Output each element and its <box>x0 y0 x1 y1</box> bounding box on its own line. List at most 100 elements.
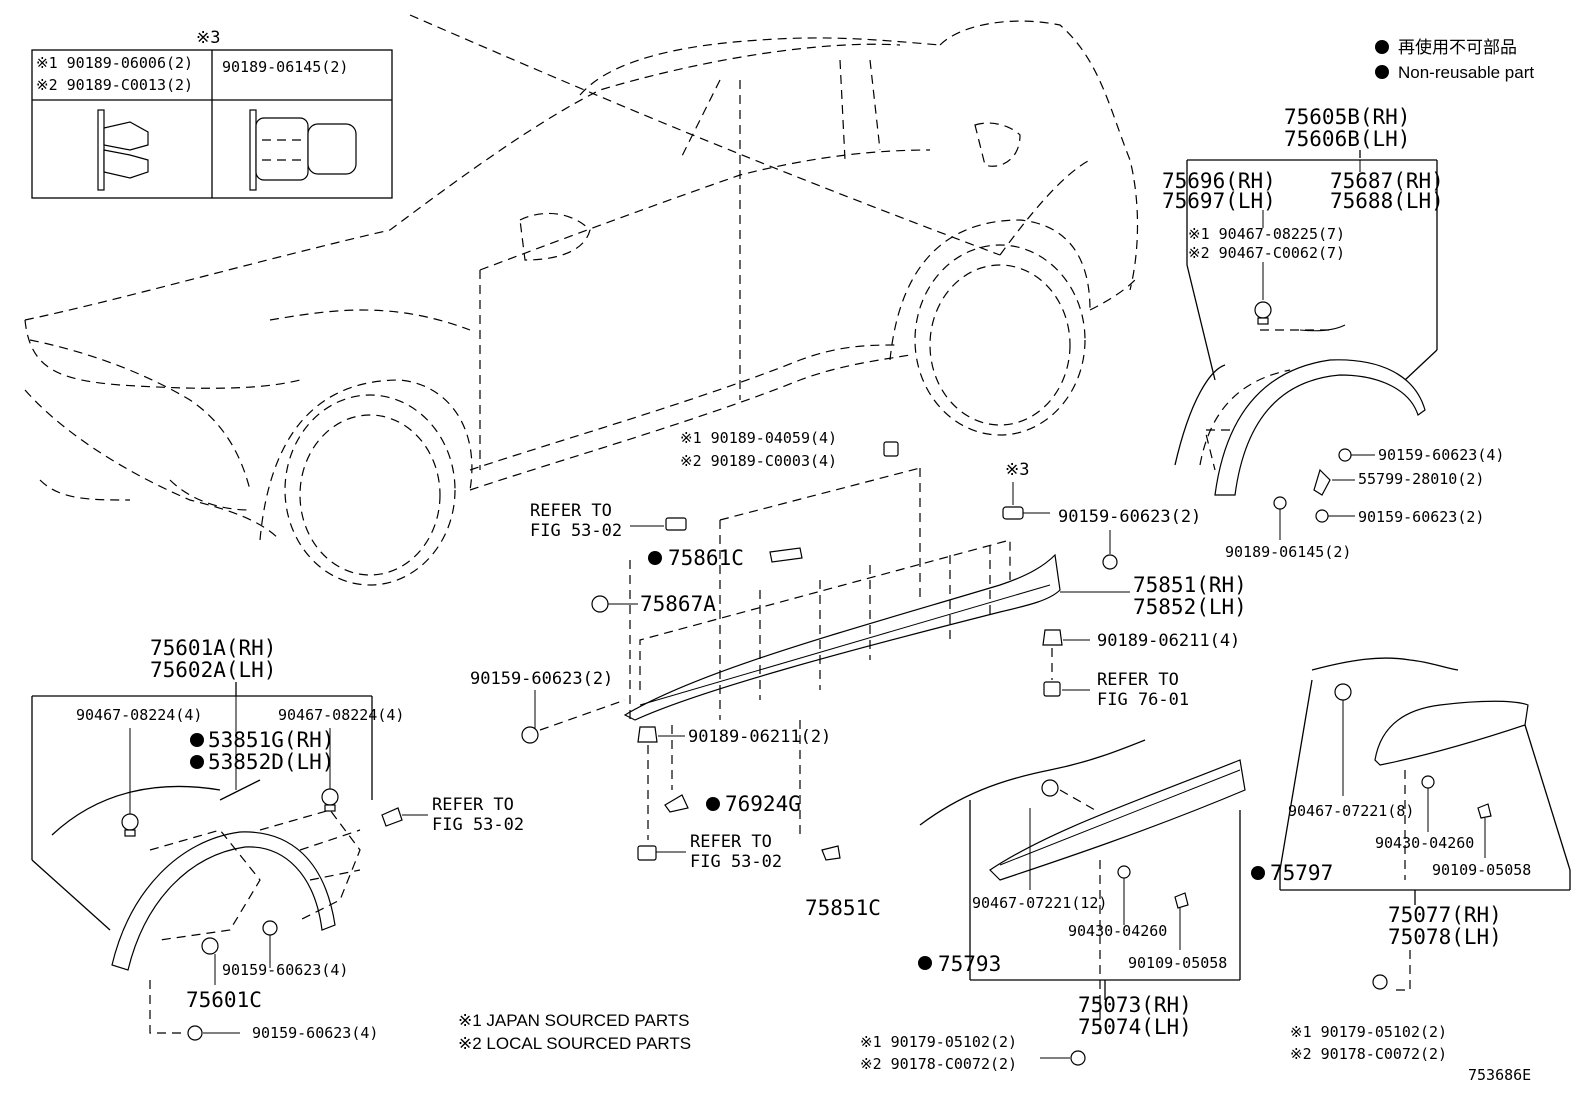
tape-icon <box>769 547 803 563</box>
rocker-refer-1-line2: FIG 53-02 <box>530 521 622 541</box>
rear-door-nut-japan: ※1 90179-05102(2) <box>1290 1023 1447 1041</box>
clip-icon <box>1042 629 1063 646</box>
rear-arch-part-b-rh: 75687(RH) <box>1330 169 1444 193</box>
clip-icon <box>1041 779 1059 797</box>
front-door-tape: 75793 <box>938 952 1001 976</box>
rear-door-rh: 75077(RH) <box>1388 903 1502 927</box>
pad-icon <box>664 794 689 813</box>
rocker-tape: 75861C <box>668 546 744 570</box>
clip-icon <box>1254 301 1272 325</box>
rocker-lh: 75852(LH) <box>1133 595 1247 619</box>
push-clip-icon <box>249 109 357 191</box>
rear-arch-part-a-rh: 75696(RH) <box>1162 169 1276 193</box>
rocker-refer-2-line2: FIG 76-01 <box>1097 690 1189 710</box>
front-arch-clip-r: 90467-08224(4) <box>278 706 404 724</box>
rocker-refer-3-line1: REFER TO <box>690 832 772 852</box>
front-arch-moulding <box>111 831 336 971</box>
front-door-group: 90467-07221(12) 90430-04260 90109-05058 … <box>860 739 1246 1073</box>
rocker-screw-l: 90159-60623(2) <box>470 669 613 689</box>
legend-english: Non-reusable part <box>1398 63 1534 82</box>
clip-icon <box>883 441 899 457</box>
figure-id: 753686E <box>1468 1066 1531 1084</box>
rear-arch-screw-1: 90159-60623(4) <box>1378 446 1504 464</box>
front-arch-seal-rh: 53851G(RH) <box>208 728 334 752</box>
non-reusable-dot-icon <box>1251 866 1265 880</box>
rocker-rh: 75851(RH) <box>1133 573 1247 597</box>
front-arch-rh: 75601A(RH) <box>150 636 276 660</box>
legend-japanese: 再使用不可部品 <box>1398 37 1517 57</box>
non-reusable-dot-icon <box>706 797 720 811</box>
non-reusable-dot-icon <box>190 755 204 769</box>
front-door-screw: 90109-05058 <box>1128 954 1227 972</box>
screw-icon <box>521 726 539 744</box>
front-arch-refer-line1: REFER TO <box>432 795 514 815</box>
rear-arch-assy-rh: 75605B(RH) <box>1284 105 1410 129</box>
rocker-clip-b: 90189-06211(2) <box>688 727 831 747</box>
front-door-clip: 90467-07221(12) <box>972 894 1107 912</box>
clip-icon <box>637 726 658 743</box>
rocker-moulding <box>623 553 1061 721</box>
bolt-icon <box>1043 681 1061 697</box>
screw-icon <box>1338 448 1375 462</box>
rocker-screw-c: 75851C <box>805 896 881 920</box>
rear-arch-screw-3: 90159-60623(2) <box>1358 508 1484 526</box>
rear-arch-clip-japan: ※1 90467-08225(7) <box>1188 225 1345 243</box>
rear-door-lh: 75078(LH) <box>1388 925 1502 949</box>
rear-arch-group: 75605B(RH) 75606B(LH) 75696(RH) 75697(LH… <box>1162 105 1504 561</box>
note-local: ※2 LOCAL SOURCED PARTS <box>458 1034 691 1053</box>
clip-icon <box>1334 683 1352 701</box>
rear-door-tape: 75797 <box>1270 861 1333 885</box>
inset-clip-local: ※2 90189-C0013(2) <box>36 76 193 94</box>
nut-icon <box>1070 1050 1086 1066</box>
front-arch-screw-2: 90159-60623(4) <box>252 1024 378 1042</box>
washer-icon <box>1117 865 1131 879</box>
inset-title: ※3 <box>196 28 220 48</box>
clip-icon <box>1002 506 1024 520</box>
clip-inset-box: ※3 ※1 90189-06006(2) ※2 90189-C0013(2) 9… <box>31 28 393 199</box>
screw-icon <box>262 920 278 936</box>
clip-icon <box>201 937 219 955</box>
rear-arch-screw-2: 55799-28010(2) <box>1358 470 1484 488</box>
clip-icon <box>1273 496 1287 540</box>
non-reusable-dot-icon <box>918 956 932 970</box>
front-door-rh: 75073(RH) <box>1078 993 1192 1017</box>
inset-clip-japan: ※1 90189-06006(2) <box>36 54 193 72</box>
rocker-pad: 76924G <box>725 792 801 816</box>
push-clip-icon <box>97 109 149 191</box>
front-arch-group: 75601A(RH) 75602A(LH) 90467-08224(4) 904… <box>31 636 524 1042</box>
vehicle-outline <box>24 14 1139 586</box>
screw-icon <box>1102 554 1118 570</box>
rocker-refer-1-line1: REFER TO <box>530 501 612 521</box>
screw-icon <box>1477 803 1492 819</box>
front-arch-clip-c: 75601C <box>186 988 262 1012</box>
screw-icon <box>1174 892 1189 909</box>
front-arch-lh: 75602A(LH) <box>150 658 276 682</box>
clip-icon <box>381 807 403 827</box>
clip-icon <box>121 813 139 837</box>
rocker-screw-r: 90159-60623(2) <box>1058 507 1201 527</box>
front-arch-seal-lh: 53852D(LH) <box>208 750 334 774</box>
front-arch-refer-line2: FIG 53-02 <box>432 815 524 835</box>
plug-icon <box>591 595 638 613</box>
non-reusable-dot-icon <box>1375 65 1389 79</box>
rocker-plug: 75867A <box>640 592 716 616</box>
front-door-nut-japan: ※1 90179-05102(2) <box>860 1033 1017 1051</box>
rear-door-clip: 90467-07221(8) <box>1288 802 1414 820</box>
rocker-refer-2-line1: REFER TO <box>1097 670 1179 690</box>
rear-door-moulding <box>1374 700 1529 766</box>
inset-clip-other: 90189-06145(2) <box>222 58 348 76</box>
front-arch-clip-l: 90467-08224(4) <box>76 706 202 724</box>
rocker-refer-3-line2: FIG 53-02 <box>690 852 782 872</box>
screw-icon <box>821 845 841 861</box>
washer-icon <box>1421 775 1435 789</box>
non-reusable-dot-icon <box>1375 40 1389 54</box>
rear-arch-clip-local: ※2 90467-C0062(7) <box>1188 244 1345 262</box>
rocker-clip-japan: ※1 90189-04059(4) <box>680 429 837 447</box>
rocker-group: ※1 90189-04059(4) ※2 90189-C0003(4) REFE… <box>470 429 1247 920</box>
rear-door-washer: 90430-04260 <box>1375 834 1474 852</box>
front-door-nut-local: ※2 90178-C0072(2) <box>860 1055 1017 1073</box>
non-reusable-dot-icon <box>648 551 662 565</box>
clip-icon <box>321 788 339 812</box>
notes: ※1 JAPAN SOURCED PARTS ※2 LOCAL SOURCED … <box>458 1011 691 1053</box>
